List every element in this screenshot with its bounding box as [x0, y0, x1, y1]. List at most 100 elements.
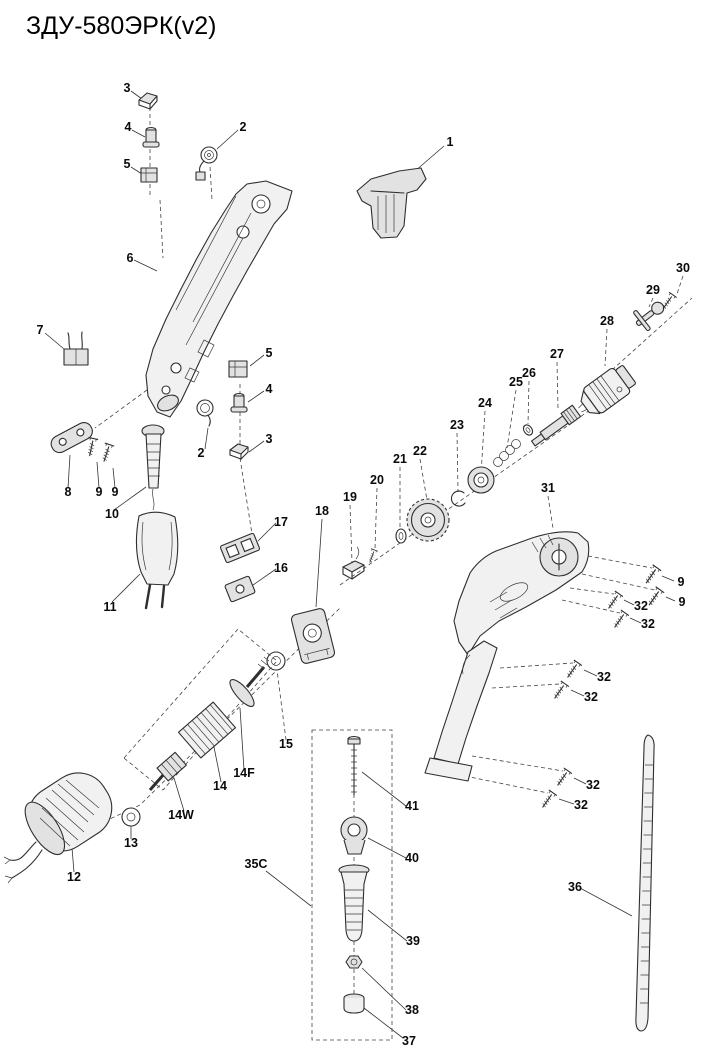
part-brush-spring-2-top [195, 146, 218, 181]
part-label-32: 32 [641, 617, 655, 631]
part-screw-20 [366, 548, 378, 564]
part-label-21: 21 [393, 452, 407, 466]
part-plate-16 [224, 575, 256, 603]
part-label-4: 4 [125, 120, 132, 134]
part-label-22: 22 [413, 444, 427, 458]
part-motor-housing-31 [424, 531, 590, 782]
part-terminal-7 [63, 331, 89, 366]
part-spindle-27 [531, 404, 582, 447]
part-label-30: 30 [676, 261, 690, 275]
part-label-9: 9 [112, 485, 119, 499]
part-handle-grip-39 [338, 864, 370, 942]
part-label-2: 2 [198, 446, 205, 460]
part-label-41: 41 [405, 799, 419, 813]
part-label-27: 27 [550, 347, 564, 361]
part-carbon-brush-19 [342, 546, 365, 580]
part-cap-37 [343, 993, 365, 1014]
part-label-40: 40 [405, 851, 419, 865]
part-chuck-28 [578, 365, 636, 415]
part-screw-41 [347, 735, 361, 796]
part-label-25: 25 [509, 375, 523, 389]
part-pin-4-mid [230, 392, 248, 413]
part-washer-26 [522, 424, 534, 436]
part-label-23: 23 [450, 418, 464, 432]
part-bearing-bracket-18 [290, 608, 336, 664]
part-label-32: 32 [584, 690, 598, 704]
part-screw-9-right-b [644, 586, 665, 609]
part-label-1: 1 [447, 135, 454, 149]
part-chuck-key-29 [633, 301, 665, 331]
part-label-26: 26 [522, 366, 536, 380]
part-block-5-top [140, 167, 158, 183]
part-label-12: 12 [67, 870, 81, 884]
page-title: ЗДУ-580ЭРК(v2) [26, 12, 217, 40]
part-label-32: 32 [574, 798, 588, 812]
part-label-24: 24 [478, 396, 492, 410]
part-label-9: 9 [96, 485, 103, 499]
part-screw-32-d [550, 680, 570, 702]
part-washer-21 [395, 528, 407, 544]
part-washer-13 [121, 807, 141, 827]
part-label-13: 13 [124, 836, 138, 850]
part-label-36: 36 [568, 880, 582, 894]
part-cord-guard-10 [141, 424, 165, 489]
part-screw-9-left-b [99, 442, 115, 464]
part-label-32: 32 [634, 599, 648, 613]
part-depth-gauge-rod-36 [635, 734, 655, 1032]
part-gear-housing-6 [145, 180, 293, 418]
part-label-5: 5 [266, 346, 273, 360]
part-nut-3-top [138, 92, 158, 110]
part-label-38: 38 [405, 1003, 419, 1017]
part-block-5-mid [228, 360, 248, 378]
part-label-16: 16 [274, 561, 288, 575]
part-label-4: 4 [266, 382, 273, 396]
part-label-9: 9 [678, 575, 685, 589]
part-aux-handle-group-35C [311, 729, 393, 1041]
part-switch-trigger-1 [356, 167, 427, 239]
part-label-31: 31 [541, 481, 555, 495]
part-power-plug-11 [135, 488, 179, 610]
part-stator-12 [3, 772, 113, 884]
part-label-32: 32 [586, 778, 600, 792]
part-spring-25 [493, 439, 521, 467]
part-label-20: 20 [370, 473, 384, 487]
part-brush-spring-2-mid [196, 399, 214, 427]
leader-lines [44, 90, 676, 1039]
part-label-15: 15 [279, 737, 293, 751]
part-label-5: 5 [124, 157, 131, 171]
part-clamp-40 [340, 816, 368, 855]
part-circlip-23 [450, 490, 466, 507]
part-nut-3-mid [229, 443, 249, 460]
part-label-8: 8 [65, 485, 72, 499]
part-brush-holder-17 [219, 532, 261, 564]
part-bearing-24 [467, 466, 495, 494]
part-label-2: 2 [240, 120, 247, 134]
part-label-29: 29 [646, 283, 660, 297]
part-label-37: 37 [402, 1034, 416, 1048]
part-screw-9-left-a [84, 437, 99, 458]
part-label-3: 3 [266, 432, 273, 446]
part-ring-15 [266, 651, 286, 671]
part-armature-14 [123, 628, 278, 791]
part-label-14W: 14W [168, 808, 194, 822]
part-label-14: 14 [213, 779, 227, 793]
part-nut-38 [345, 955, 363, 969]
part-gear-22 [406, 498, 450, 542]
part-label-14F: 14F [233, 766, 255, 780]
part-label-11: 11 [103, 600, 116, 614]
part-label-3: 3 [124, 81, 131, 95]
part-label-7: 7 [37, 323, 44, 337]
part-pin-4-top [142, 126, 160, 148]
part-plate-8 [50, 421, 93, 454]
part-label-28: 28 [600, 314, 614, 328]
part-label-39: 39 [406, 934, 420, 948]
part-label-19: 19 [343, 490, 357, 504]
part-label-18: 18 [315, 504, 329, 518]
part-label-9: 9 [679, 595, 686, 609]
part-label-17: 17 [274, 515, 288, 529]
part-label-35C: 35C [245, 857, 268, 871]
part-label-6: 6 [127, 251, 134, 265]
